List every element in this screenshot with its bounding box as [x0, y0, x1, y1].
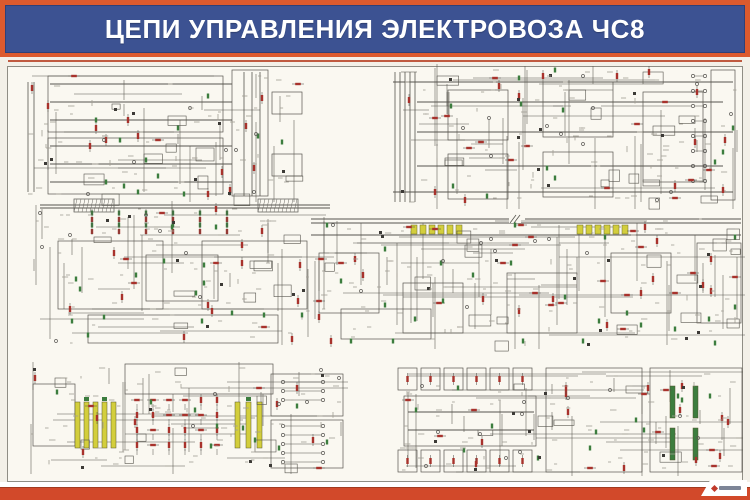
publisher-logo-icon	[710, 484, 719, 492]
poster-frame-top: ЦЕПИ УПРАВЛЕНИЯ ЭЛЕКТРОВОЗА ЧС8	[0, 0, 750, 57]
page-title: ЦЕПИ УПРАВЛЕНИЯ ЭЛЕКТРОВОЗА ЧС8	[104, 13, 646, 44]
header-rule	[8, 60, 742, 62]
publisher-logo	[701, 480, 747, 496]
schematic-sheet	[0, 57, 750, 482]
title-banner: ЦЕПИ УПРАВЛЕНИЯ ЭЛЕКТРОВОЗА ЧС8	[5, 5, 745, 53]
publisher-logo-text	[719, 486, 741, 490]
poster-frame-bottom	[0, 480, 750, 500]
